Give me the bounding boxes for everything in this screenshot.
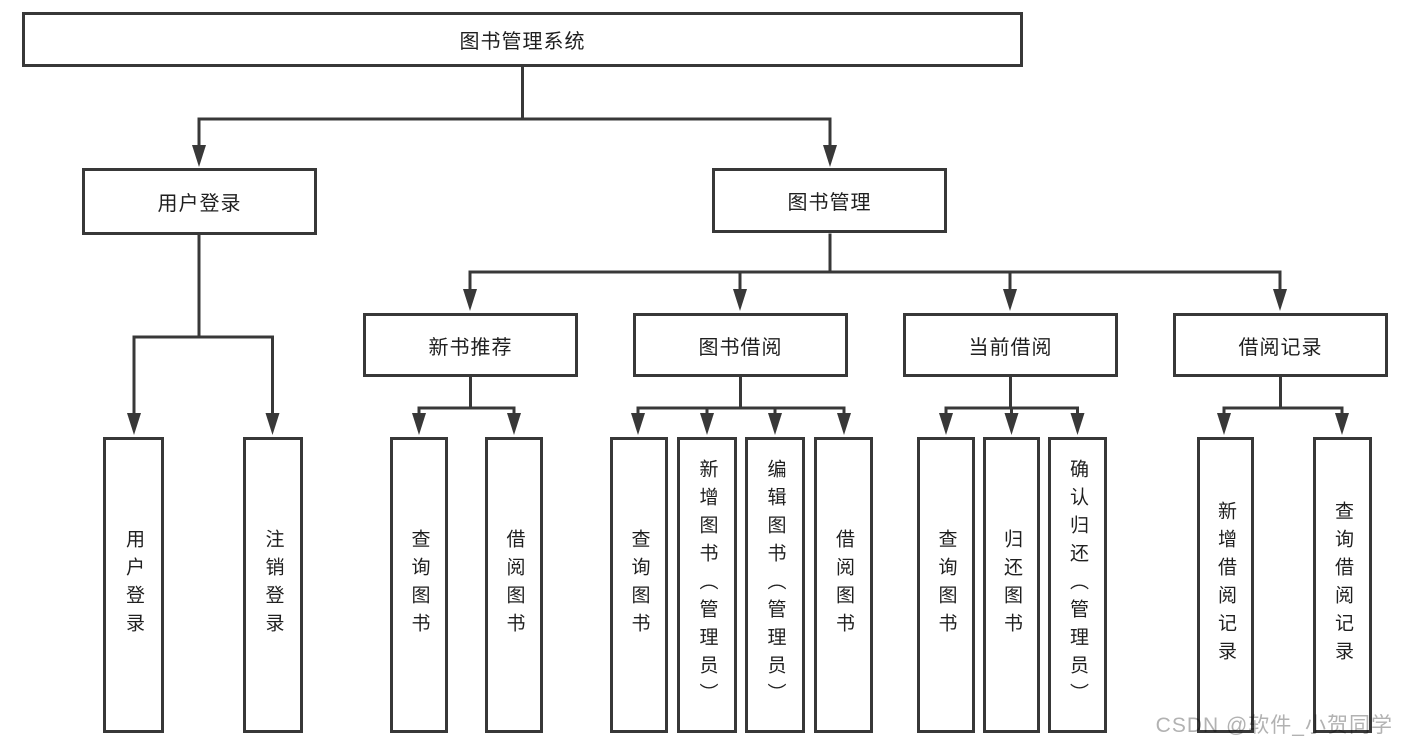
- csdn-watermark: CSDN @软件_小贺同学: [1155, 714, 1393, 737]
- node-current-borrow: 当前借阅: [903, 313, 1118, 377]
- leaf-query-books-borrow: 查询图书: [610, 437, 668, 733]
- leaf-logout-login: 注销登录: [243, 437, 303, 733]
- leaf-add-book-admin: 新增图书（管理员）: [677, 437, 737, 733]
- leaf-user-login: 用户登录: [103, 437, 164, 733]
- leaf-borrow-books-borrow: 借阅图书: [814, 437, 873, 733]
- leaf-query-books-current: 查询图书: [917, 437, 975, 733]
- node-new-book-recommend: 新书推荐: [363, 313, 578, 377]
- node-book-management-branch: 图书管理: [712, 168, 947, 233]
- leaf-edit-book-admin: 编辑图书（管理员）: [745, 437, 805, 733]
- leaf-return-books: 归还图书: [983, 437, 1040, 733]
- node-root-library-system: 图书管理系统: [22, 12, 1023, 67]
- node-user-login-branch: 用户登录: [82, 168, 317, 235]
- leaf-query-borrow-record: 查询借阅记录: [1313, 437, 1372, 733]
- arrowheads: [127, 145, 1349, 435]
- leaf-confirm-return-admin: 确认归还（管理员）: [1048, 437, 1107, 733]
- leaf-query-books-recommend: 查询图书: [390, 437, 448, 733]
- leaf-borrow-books-recommend: 借阅图书: [485, 437, 543, 733]
- node-borrow-records: 借阅记录: [1173, 313, 1388, 377]
- leaf-add-borrow-record: 新增借阅记录: [1197, 437, 1254, 733]
- node-book-borrow: 图书借阅: [633, 313, 848, 377]
